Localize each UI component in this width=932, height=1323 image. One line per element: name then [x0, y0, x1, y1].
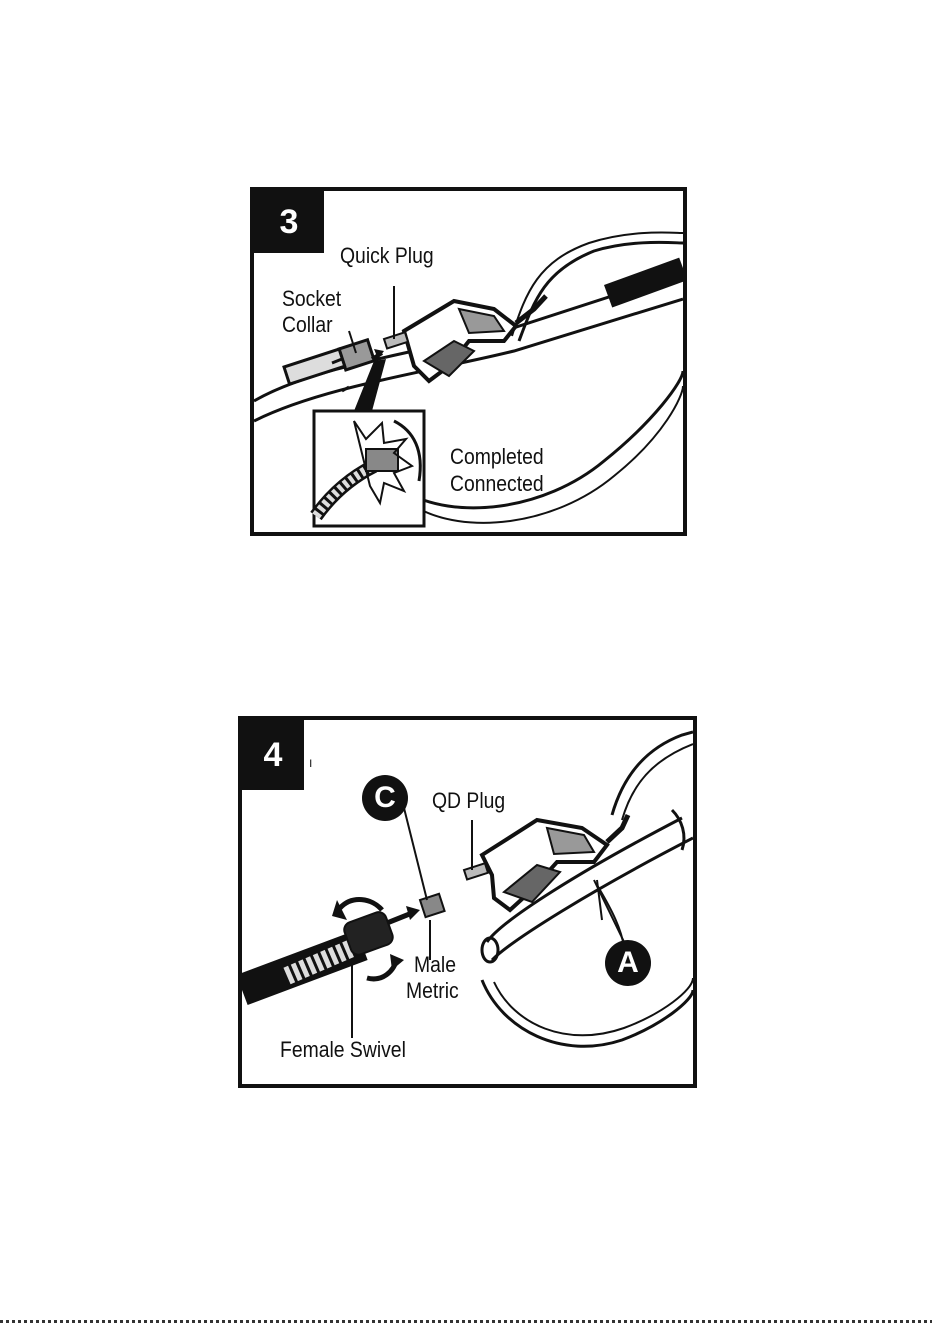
completed-connection-inset — [314, 411, 424, 526]
step-3-panel: 3 Quick Plug Socket Collar Completed Con… — [250, 187, 687, 536]
wand-grip — [604, 258, 683, 308]
socket-collar-label-line2: Collar — [282, 312, 333, 337]
socket-collar-label-line1: Socket — [282, 286, 341, 311]
quick-plug-label: Quick Plug — [340, 243, 434, 268]
male-metric-label-line1: Male — [414, 952, 456, 977]
qd-plug-part — [464, 863, 488, 879]
completed-connected-label-line2: Connected — [450, 471, 544, 496]
male-metric-part — [420, 894, 445, 917]
step-number-badge: 3 — [254, 191, 324, 253]
step-number-badge: 4 — [242, 720, 304, 790]
qd-plug-label: QD Plug — [432, 788, 505, 813]
completed-connected-label-line1: Completed — [450, 444, 544, 469]
female-swivel-label: Female Swivel — [280, 1037, 406, 1062]
quick-plug-part — [384, 332, 408, 348]
stray-mark: ı — [309, 750, 312, 775]
callout-a-badge: A — [605, 940, 651, 986]
step-4-panel: 4 ı C QD Plug A Male Metric Female Swive… — [238, 716, 697, 1088]
male-metric-label-line2: Metric — [406, 978, 459, 1003]
callout-c-badge: C — [362, 775, 408, 821]
